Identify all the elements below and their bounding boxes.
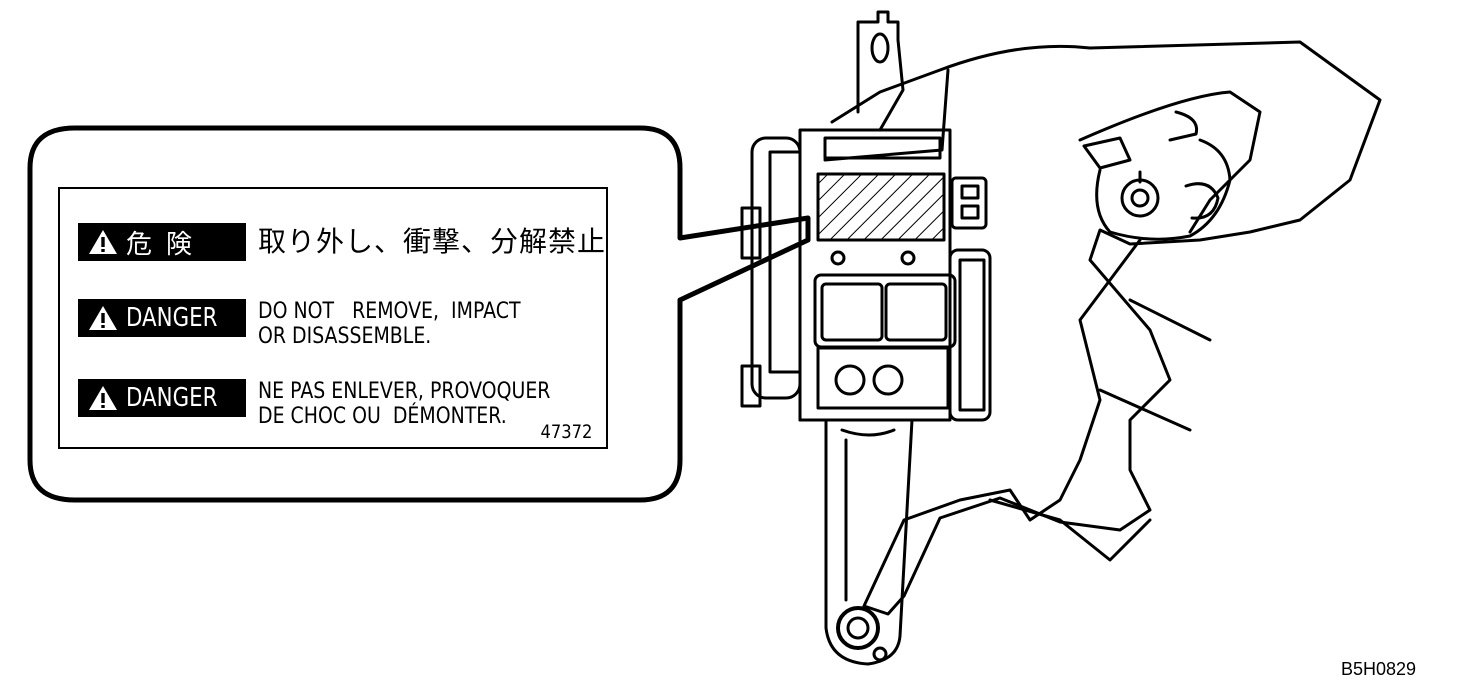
danger-badge-french: DANGER — [78, 379, 246, 417]
retractor-body — [740, 128, 992, 422]
warning-row-english: DANGER DO NOT REMOVE, IMPACT OR DISASSEM… — [78, 299, 563, 349]
hatched-label-area — [816, 172, 946, 242]
warning-triangle-icon — [89, 386, 117, 410]
warning-message-english: DO NOT REMOVE, IMPACT OR DISASSEMBLE. — [258, 299, 521, 349]
warning-label-panel: 危険 取り外し、衝撃、分解禁止 DANGER DO NOT REMOVE, IM… — [58, 187, 608, 449]
mounting-tab — [856, 10, 905, 132]
warning-triangle-icon — [89, 230, 117, 254]
danger-badge-label: DANGER — [126, 383, 218, 413]
d-ring-anchor — [1095, 138, 1232, 241]
danger-badge-label: 危険 — [126, 229, 207, 260]
warning-message-french: NE PAS ENLEVER, PROVOQUER DE CHOC OU DÉM… — [258, 379, 551, 429]
webbing — [830, 40, 1382, 616]
warning-row-french: DANGER NE PAS ENLEVER, PROVOQUER DE CHOC… — [78, 379, 598, 429]
warning-row-japanese: 危険 取り外し、衝撃、分解禁止 — [78, 223, 606, 261]
label-part-code: 47372 — [540, 421, 592, 443]
danger-badge-english: DANGER — [78, 299, 246, 337]
danger-badge-japanese: 危険 — [78, 223, 246, 261]
warning-message-japanese: 取り外し、衝撃、分解禁止 — [258, 225, 607, 258]
lower-bracket — [824, 418, 914, 666]
figure-code: B5H0829 — [1340, 659, 1416, 679]
warning-triangle-icon — [89, 306, 117, 330]
danger-badge-label: DANGER — [126, 303, 218, 333]
anchor-bolt — [836, 606, 880, 650]
